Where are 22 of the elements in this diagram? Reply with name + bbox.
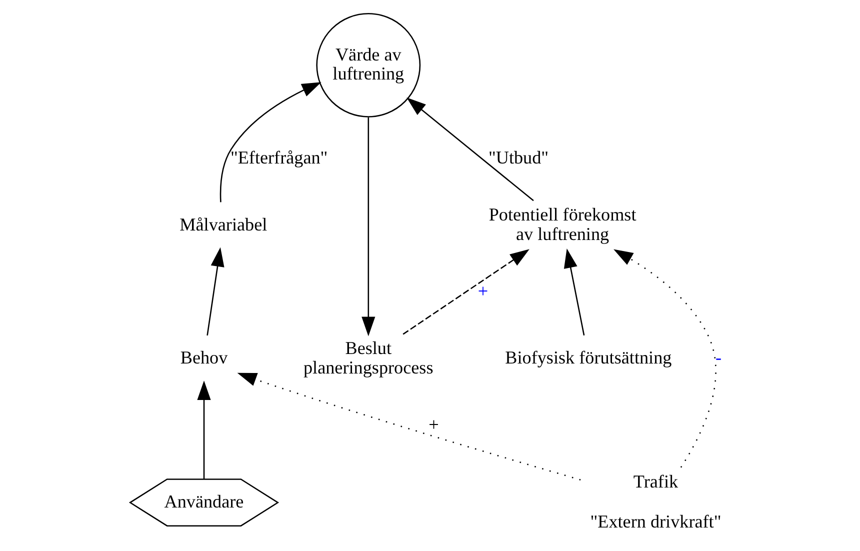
arrow bbox=[406, 98, 534, 202]
edge-label: + bbox=[477, 281, 488, 302]
node-text: Beslut planeringsprocess bbox=[303, 338, 433, 378]
node-text: Potentiell förekomst av luftrening bbox=[488, 204, 636, 244]
node-text: Trafik bbox=[632, 471, 678, 492]
node-text: Behov bbox=[180, 348, 228, 368]
node-text: Biofysisk förutsättning bbox=[504, 348, 672, 368]
arrow bbox=[206, 247, 224, 336]
arrow bbox=[361, 117, 375, 336]
arrow bbox=[563, 248, 584, 336]
node-circle: Värde av luftrening bbox=[316, 12, 420, 118]
arrow bbox=[402, 249, 529, 335]
edge-label: "Efterfrågan" bbox=[230, 148, 328, 168]
node-label: "Extern drivkraft" bbox=[590, 511, 721, 532]
arrow bbox=[219, 82, 321, 202]
node-text: Målvariabel bbox=[179, 214, 267, 234]
edge-label: - bbox=[715, 348, 722, 368]
edge-label: "Utbud" bbox=[488, 148, 548, 168]
arrow bbox=[613, 249, 716, 468]
edge-label: + bbox=[428, 414, 438, 434]
arrow bbox=[196, 380, 210, 480]
arrow bbox=[236, 372, 580, 480]
